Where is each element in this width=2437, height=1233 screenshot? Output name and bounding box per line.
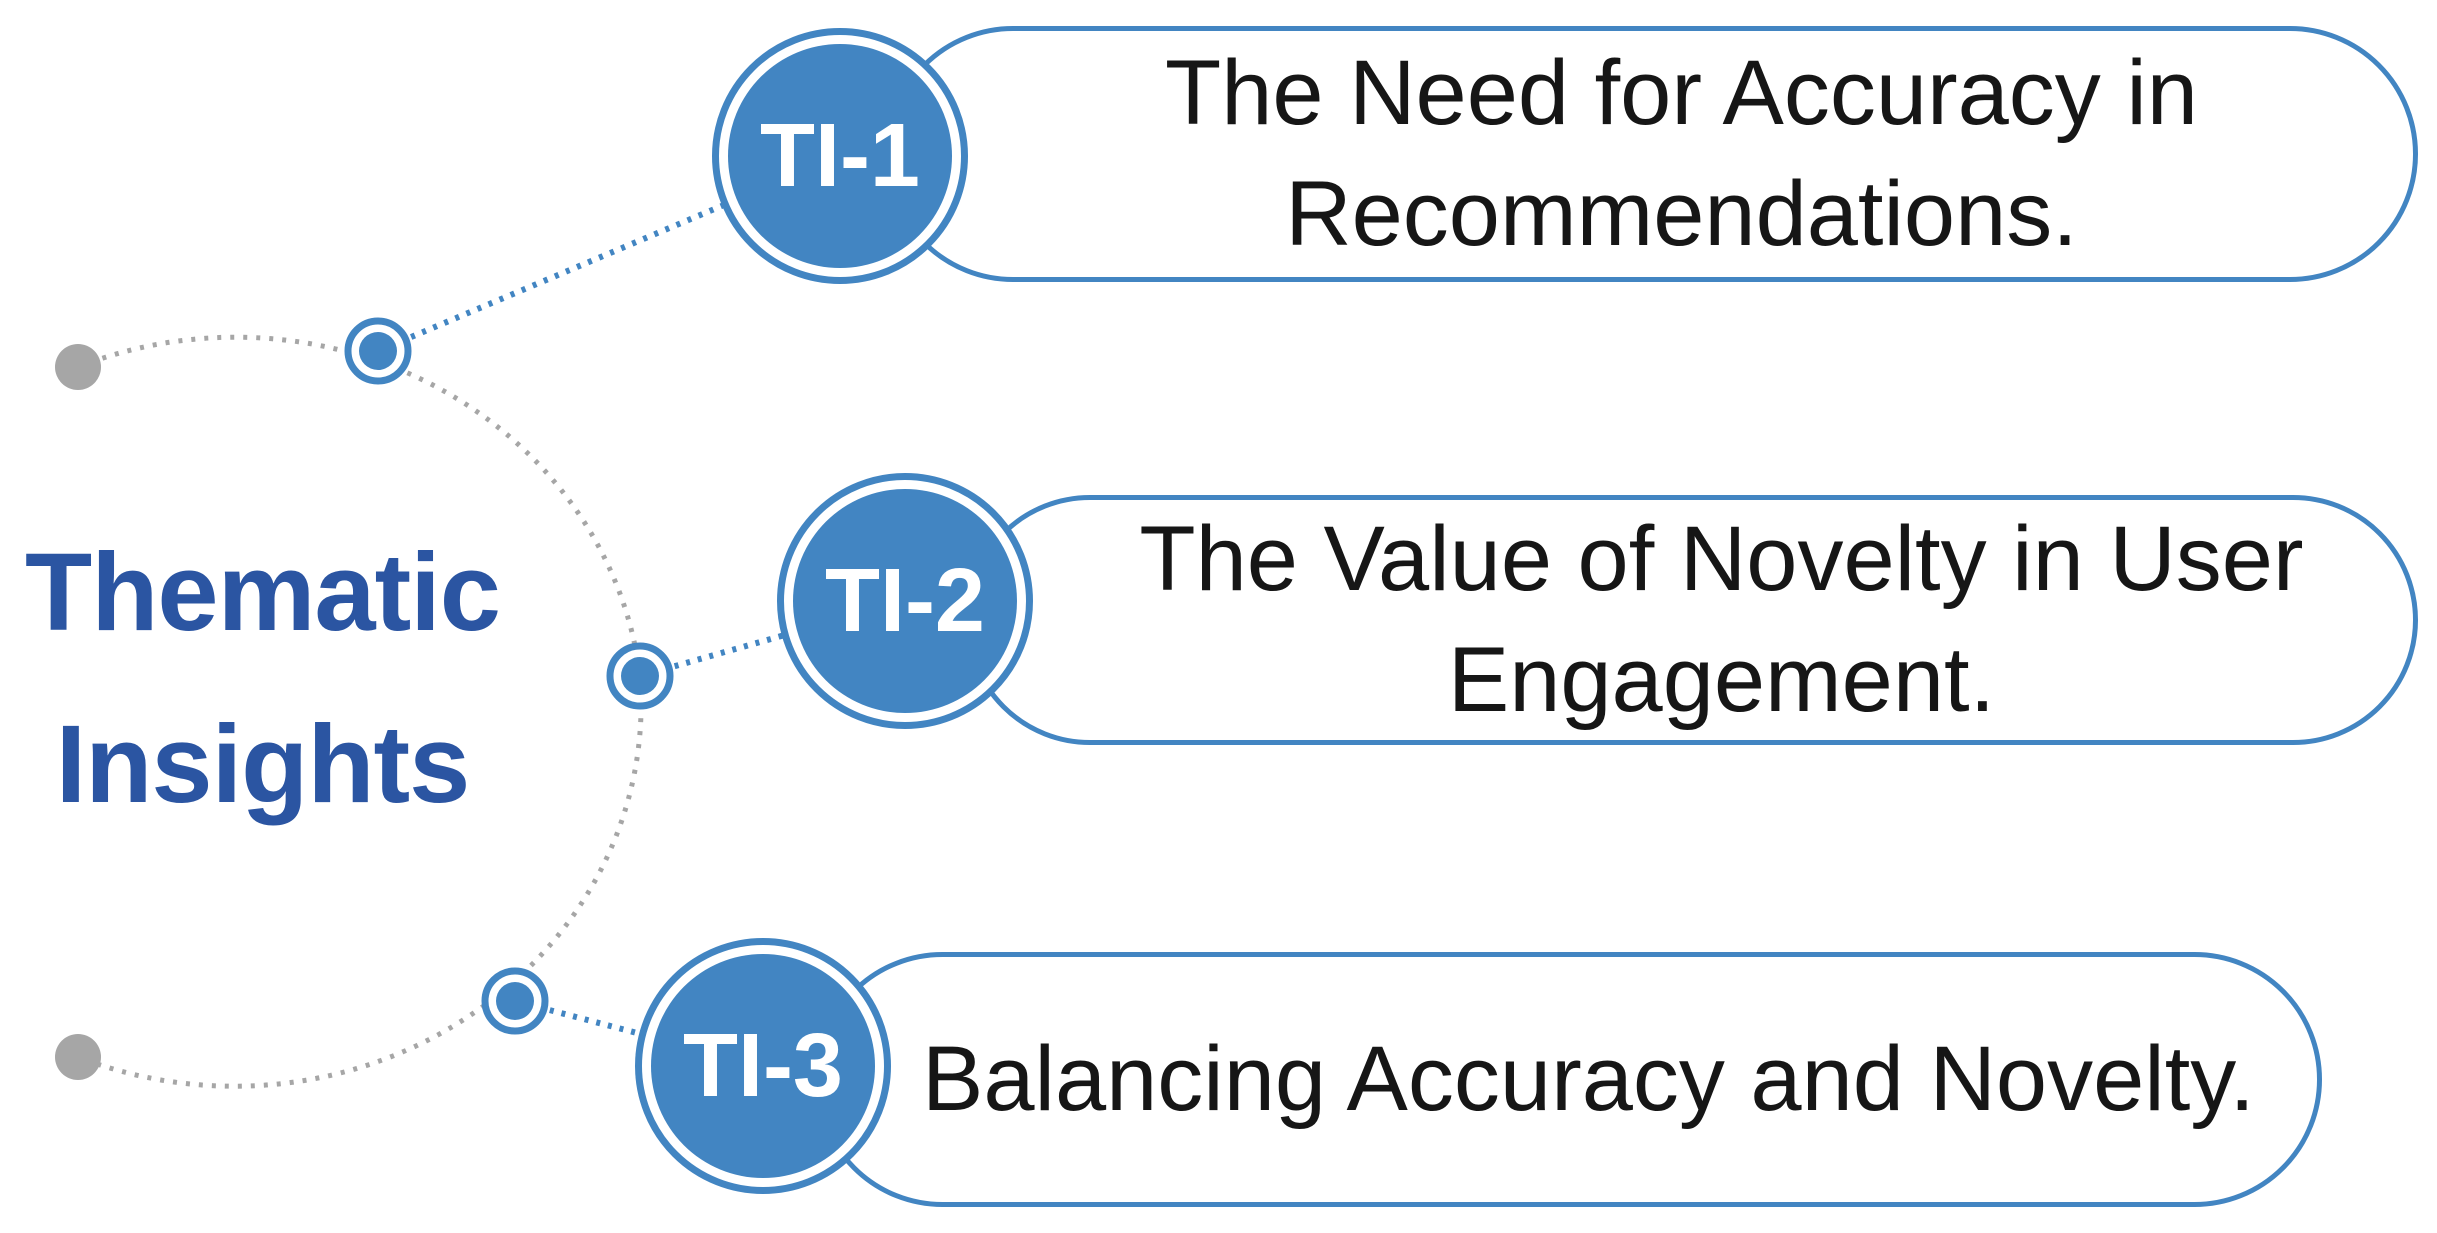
badge-label-ti-1: TI-1 — [759, 105, 920, 206]
connector-dot-1 — [344, 317, 412, 385]
badge-circle-ti-2: TI-2 — [777, 473, 1033, 729]
connector-dot-3 — [481, 967, 549, 1035]
insight-box-2: The Value of Novelty in User Engagement. — [965, 495, 2418, 745]
insight-text-1: The Need for Accuracy in Recommendations… — [1165, 41, 2198, 265]
connector-dot-2 — [606, 642, 674, 710]
badge-label-ti-3: TI-3 — [682, 1015, 843, 1116]
badge-inner-ti-2: TI-2 — [793, 489, 1017, 713]
diagram-title: Thematic Insights — [0, 507, 525, 851]
insight-text-3: Balancing Accuracy and Novelty. — [921, 1027, 2255, 1130]
diagram-title-line-2: Insights — [55, 703, 471, 826]
badge-inner-ti-3: TI-3 — [651, 954, 875, 1178]
badge-inner-ti-1: TI-1 — [728, 44, 952, 268]
insight-box-3: Balancing Accuracy and Novelty. — [815, 952, 2322, 1207]
badge-circle-ti-1: TI-1 — [712, 28, 968, 284]
insight-box-1: The Need for Accuracy in Recommendations… — [885, 26, 2418, 282]
arc-endpoint-dot-bottom — [55, 1034, 101, 1080]
insight-text-2: The Value of Novelty in User Engagement. — [1139, 507, 2304, 731]
arc-endpoint-dot-top — [55, 344, 101, 390]
diagram-title-line-1: Thematic — [25, 531, 501, 654]
badge-label-ti-2: TI-2 — [824, 550, 985, 651]
dotted-arc — [77, 334, 644, 1089]
badge-circle-ti-3: TI-3 — [635, 938, 891, 1194]
